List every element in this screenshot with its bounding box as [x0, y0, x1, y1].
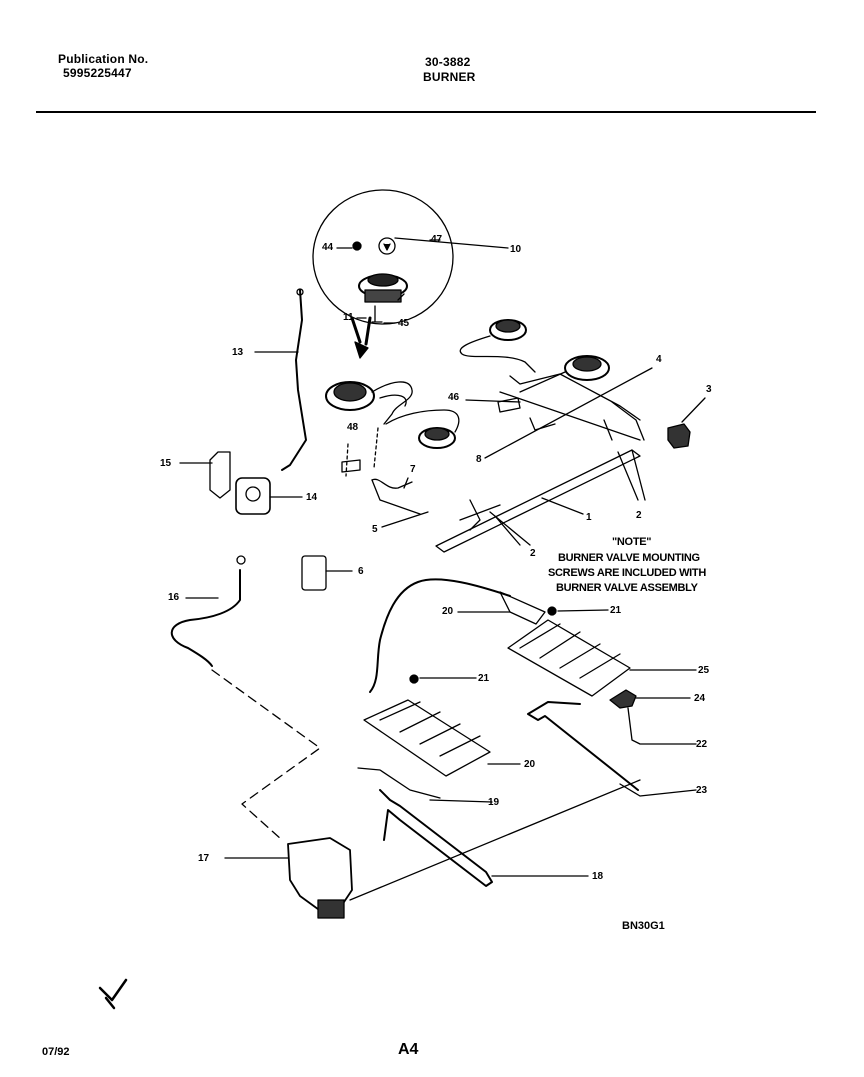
harness-16 [170, 569, 241, 667]
burner-right-front [564, 355, 610, 381]
part-label: 2 [636, 510, 642, 521]
part-label: 21 [610, 605, 622, 616]
part-label: 17 [198, 853, 210, 864]
part-label: 5 [372, 524, 378, 535]
part-label: 13 [232, 347, 244, 358]
publication-number: 5995225447 [63, 66, 132, 80]
part-24 [609, 689, 637, 709]
shield-20-lower [363, 699, 491, 777]
detail-magnifier-circle [312, 189, 454, 325]
part-label: 3 [706, 384, 712, 395]
part-label: 19 [488, 797, 500, 808]
part-label: 10 [510, 244, 522, 255]
manifold-pipe [435, 449, 641, 553]
part-label: 7 [410, 464, 416, 475]
part-label: 47 [431, 234, 443, 245]
screw-44-icon [352, 241, 362, 251]
part-label: 6 [358, 566, 364, 577]
switch-3 [667, 423, 691, 449]
valve-14 [235, 477, 271, 515]
part-label: 8 [476, 454, 482, 465]
bracket-15 [209, 451, 231, 499]
tube-22 [527, 701, 639, 791]
part-label: 15 [160, 458, 172, 469]
part-label: 25 [698, 665, 710, 676]
part-label: 21 [478, 673, 490, 684]
note-heading: "NOTE" [612, 536, 652, 548]
tube-18 [379, 789, 493, 887]
diagram-code: BN30G1 [622, 920, 665, 932]
model-code: 30-3882 [425, 55, 471, 69]
part-label: 23 [696, 785, 708, 796]
part-label: 22 [696, 739, 708, 750]
shield-25 [507, 619, 631, 697]
bird-icon [98, 978, 128, 1010]
part-label: 1 [586, 512, 592, 523]
part-label: 11 [343, 312, 354, 323]
header-divider [36, 111, 816, 113]
part-label: 4 [656, 354, 662, 365]
burner-left-rear [325, 381, 375, 411]
part-label: 20 [442, 606, 454, 617]
part-label: 18 [592, 871, 604, 882]
part-label: 14 [306, 492, 318, 503]
note-line-2: SCREWS ARE INCLUDED WITH [548, 567, 706, 579]
note-line-3: BURNER VALVE ASSEMBLY [556, 582, 698, 594]
part-label: 20 [524, 759, 536, 770]
part-label: 48 [347, 422, 359, 433]
part-label: 24 [694, 693, 706, 704]
section-title: BURNER [423, 70, 476, 84]
part-13-tube [281, 289, 307, 471]
part-label: 46 [448, 392, 460, 403]
publication-label: Publication No. [58, 52, 149, 66]
part-label: 45 [398, 318, 410, 329]
part-6-box [301, 555, 327, 591]
part-label: 44 [322, 242, 334, 253]
footer-date: 07/92 [42, 1046, 70, 1058]
note-line-1: BURNER VALVE MOUNTING [558, 552, 700, 564]
part-label: 2 [530, 548, 536, 559]
harness-20 [369, 578, 511, 693]
footer-page: A4 [398, 1041, 419, 1058]
part-label: 16 [168, 592, 180, 603]
